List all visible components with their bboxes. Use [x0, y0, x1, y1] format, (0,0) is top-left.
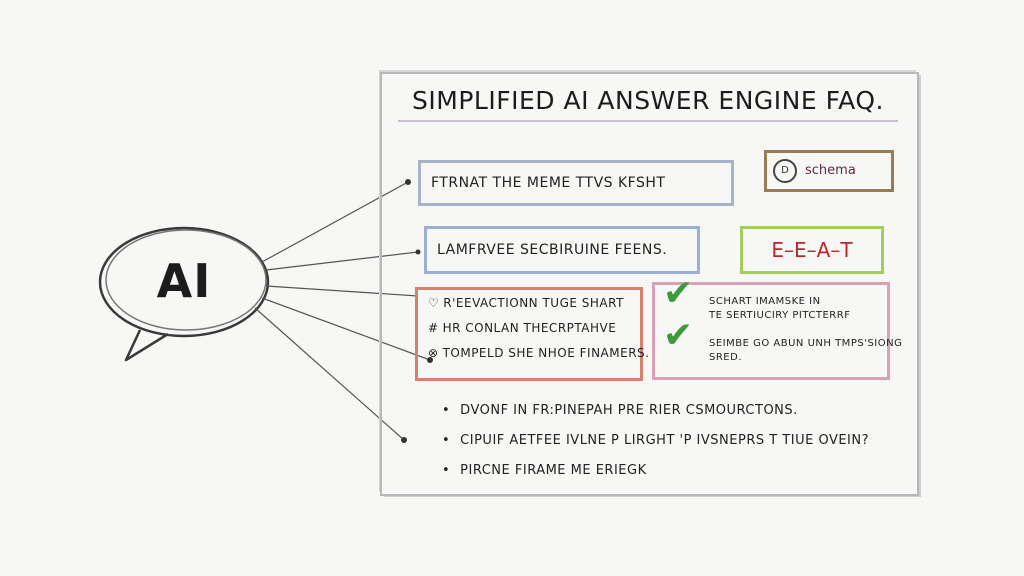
bullet-list: DVONF IN FR:PINEPAH PRE RIER CSMOURCTONS… — [442, 396, 869, 486]
schema-icon: D — [773, 159, 797, 183]
red-panel: ♡R'EEVACTIONN TUGE SHART #HR CONLAN THEC… — [415, 287, 650, 381]
check-panel: ✔ ✔ SCHART IMAMSKE IN TE SERTIUCIRY PITC… — [652, 273, 902, 380]
row-box-2: LAMFRVEE SECBIRUINE FEENS. — [424, 226, 700, 274]
page-title: SIMPLIFIED AI ANSWER ENGINE FAQ. — [398, 82, 898, 122]
red-panel-item: ♡R'EEVACTIONN TUGE SHART — [428, 296, 624, 310]
schema-label: schema — [805, 163, 856, 178]
page-frame — [380, 72, 919, 496]
connector-lines — [254, 181, 431, 441]
check-panel-text-1: SCHART IMAMSKE IN TE SERTIUCIRY PITCTERR… — [709, 296, 851, 321]
row-box-1: FTRNAT THE MEME TTVS KFSHT — [418, 160, 734, 206]
list-item: PIRCNE FIRAME ME ERIEGK — [442, 456, 869, 486]
red-panel-item: #HR CONLAN THECRPTAHVE — [428, 321, 617, 335]
list-item: DVONF IN FR:PINEPAH PRE RIER CSMOURCTONS… — [442, 396, 869, 426]
eeat-badge: E–E–A–T — [740, 226, 884, 274]
connector-dots — [401, 179, 433, 443]
red-panel-item: ⊗TOMPELD SHE NHOE FINAMERS. — [428, 346, 650, 360]
checkmark-icon: ✔ — [663, 273, 694, 314]
checkmark-icon: ✔ — [663, 315, 694, 356]
ai-speech-bubble — [98, 226, 270, 362]
ai-label: AI — [156, 254, 212, 308]
list-item: CIPUIF AETFEE IVLNE P LIRGHT 'P IVSNEPRS… — [442, 426, 869, 456]
check-panel-text-2: SEIMBE GO ABUN UNH TMPS'SIONG SRED. — [709, 338, 903, 363]
schema-badge: D schema — [764, 150, 894, 192]
